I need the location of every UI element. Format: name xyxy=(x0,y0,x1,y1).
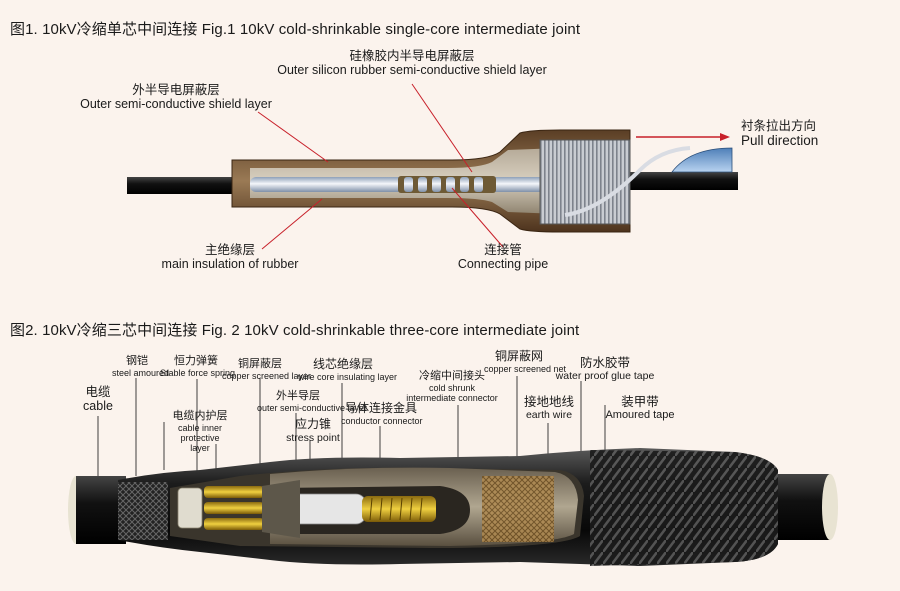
fig2-label-cold-shrunk: 冷缩中间接头 cold shrunk intermediate connecto… xyxy=(406,370,498,403)
fig1-title: 图1. 10kV冷缩单芯中间连接 Fig.1 10kV cold-shrinka… xyxy=(10,21,581,38)
fig2-three-cores xyxy=(177,486,264,530)
fig1-label-outer-silicon: 硅橡胶内半导电屏蔽层 Outer silicon rubber semi-con… xyxy=(277,49,547,78)
fig2-stress-cone xyxy=(262,480,300,538)
fig1-label-pull: 衬条拉出方向 Pull direction xyxy=(741,119,819,149)
fig2-title: 图2. 10kV冷缩三芯中间连接 Fig. 2 10kV cold-shrink… xyxy=(10,322,580,339)
fig1-connecting-pipe xyxy=(398,176,496,193)
fig2-steel-armour xyxy=(118,482,168,540)
fig2-label-steel: 钢铠 steel amoured xyxy=(112,355,170,378)
fig2-label-copper-net: 铜屏蔽网 copper screened net xyxy=(484,349,567,374)
fig2-label-waterproof: 防水胶带 water proof glue tape xyxy=(555,356,655,383)
fig2-armoured-tape xyxy=(590,450,778,566)
fig2-cable-right xyxy=(770,474,830,540)
fig2-cable-left xyxy=(76,476,126,544)
fig2-label-outer-semi-layer: 外半导层 outer semi-conductive layer xyxy=(257,390,368,413)
fig2-diagram xyxy=(68,376,838,566)
fig1-blue-cap xyxy=(671,147,733,173)
fig1-label-outer-semi: 外半导电屏蔽层 Outer semi-conductive shield lay… xyxy=(80,83,272,112)
fig2-label-earth-wire: 接地地线 earth wire xyxy=(523,395,574,422)
fig1-pull-strip xyxy=(564,146,691,217)
fig2-label-wire-core: 线芯绝缘层 wire core insulating layer xyxy=(298,357,398,382)
fig2-label-cable: 电缆 cable xyxy=(83,385,113,414)
fig1-cable-right xyxy=(610,172,738,190)
fig1-diagram xyxy=(127,83,738,250)
fig1-cable-left xyxy=(127,177,257,194)
fig2-copper-net xyxy=(482,476,554,542)
fig2-label-inner-protective: 电缆内护层 cable inner protective layer xyxy=(172,410,228,454)
fig2-label-stress-point: 应力锥 stress point xyxy=(286,417,340,444)
fig2-conductor-connector xyxy=(362,496,436,522)
fig1-label-main-insulation: 主绝缘层 main insulation of rubber xyxy=(161,243,299,272)
fig2-label-stable-spring: 恒力弹簧 Stable force spring xyxy=(160,355,236,378)
fig2-label-armoured-tape: 装甲带 Amoured tape xyxy=(605,395,675,422)
fig2-label-conductor-connector: 导体连接金具 conductor connector xyxy=(341,401,423,426)
fig2-label-copper-screened-layer: 铜屏蔽层 copper screened layer xyxy=(222,358,312,381)
fig1-label-connecting-pipe: 连接管 Connecting pipe xyxy=(457,243,549,272)
